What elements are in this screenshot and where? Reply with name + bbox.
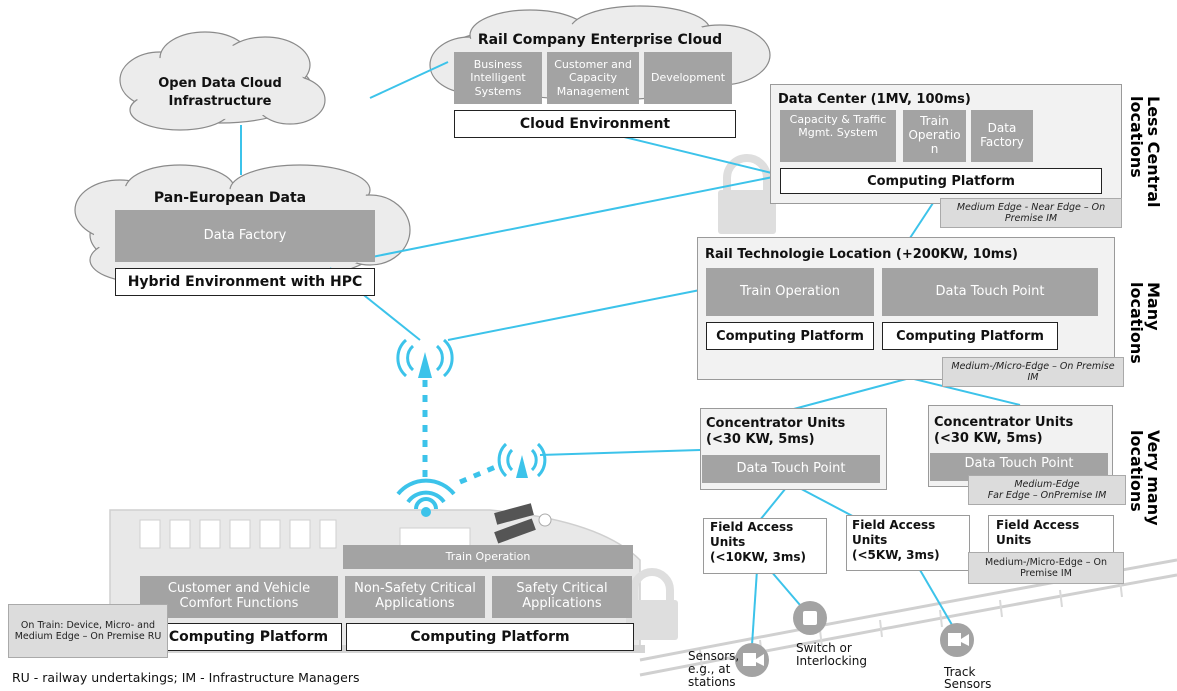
c1-data-touch-point[interactable]: Data Touch Point [702, 455, 880, 483]
rt-data-touch-point-box[interactable]: Data Touch Point [882, 268, 1098, 316]
switch-interlocking-label: Switch or Interlocking [796, 641, 867, 668]
rail-tech-title: Rail Technologie Location (+200KW, 10ms) [705, 247, 1018, 262]
field-unit-1-panel [703, 518, 827, 574]
on-train-note: On Train: Device, Micro- and Medium Edge… [8, 604, 168, 658]
concentrator-1-title: Concentrator Units (<30 KW, 5ms) [706, 416, 846, 447]
pan-european-cloud-title: Pan-European Data [153, 190, 307, 206]
side-label-very-many: Very many locations [1127, 430, 1163, 526]
antenna-icon-1 [396, 338, 454, 378]
train-operation-bar[interactable]: Train Operation [343, 545, 633, 569]
data-center-title: Data Center (1MV, 100ms) [778, 92, 971, 107]
footer-legend: RU - railway undertakings; IM - Infrastr… [12, 670, 360, 685]
camera-icon-track [940, 623, 974, 657]
field-unit-1-title: Field Access Units (<10KW, 3ms) [710, 520, 807, 564]
train-computing-platform-right[interactable]: Computing Platform [346, 623, 634, 651]
capacity-traffic-box[interactable]: Capacity & Traffic Mgmt. System [780, 110, 896, 162]
hybrid-environment-box[interactable]: Hybrid Environment with HPC [115, 268, 375, 296]
data-center-note: Medium Edge - Near Edge – On Premise IM [940, 198, 1122, 228]
side-label-less-central: Less Central locations [1127, 96, 1163, 208]
dc-data-factory-box[interactable]: Data Factory [971, 110, 1033, 162]
side-label-many: Many locations [1127, 282, 1163, 364]
cloud-environment-box[interactable]: Cloud Environment [454, 110, 736, 138]
customer-vehicle-comfort-box[interactable]: Customer and Vehicle Comfort Functions [140, 576, 338, 618]
padlock-icon-1 [718, 154, 776, 234]
customer-capacity-box[interactable]: Customer and Capacity Management [547, 52, 639, 104]
field-unit-3-title: Field Access Units [996, 518, 1080, 547]
field-unit-2-title: Field Access Units (<5KW, 3ms) [852, 518, 940, 562]
dc-computing-platform[interactable]: Computing Platform [780, 168, 1102, 194]
antenna-icon-2 [497, 442, 547, 478]
safety-critical-box[interactable]: Safety Critical Applications [492, 576, 632, 618]
field-unit-2-panel [846, 515, 970, 571]
rail-company-cloud-title: Rail Company Enterprise Cloud [477, 32, 723, 48]
open-data-cloud-title: Open Data Cloud Infrastructure [158, 76, 282, 109]
dc-train-operation-box[interactable]: Train Operatio n [903, 110, 966, 162]
rt-computing-platform-2[interactable]: Computing Platform [882, 322, 1058, 350]
rt-computing-platform-1[interactable]: Computing Platform [706, 322, 874, 350]
field-units-note: Medium-/Micro-Edge – On Premise IM [968, 552, 1124, 584]
train-computing-platform-left[interactable]: Computing Platform [155, 623, 342, 651]
pan-european-data-factory[interactable]: Data Factory [115, 210, 375, 262]
track-sensors-label: Track Sensors [944, 665, 992, 691]
rt-train-operation-box[interactable]: Train Operation [706, 268, 874, 316]
padlock-icon-2 [626, 568, 678, 640]
business-intelligent-box[interactable]: Business Intelligent Systems [454, 52, 542, 104]
concentrator-2-title: Concentrator Units (<30 KW, 5ms) [934, 415, 1074, 446]
switch-icon [793, 601, 827, 635]
rail-tech-note: Medium-/Micro-Edge – On Premise IM [942, 357, 1124, 387]
camera-icon-stations [735, 643, 769, 677]
wifi-icon [396, 478, 456, 517]
concentrator-2-note: Medium-Edge Far Edge – OnPremise IM [968, 475, 1126, 505]
development-box[interactable]: Development [644, 52, 732, 104]
non-safety-critical-box[interactable]: Non-Safety Critical Applications [345, 576, 485, 618]
sensors-stations-label: Sensors, e.g., at stations [688, 649, 740, 689]
